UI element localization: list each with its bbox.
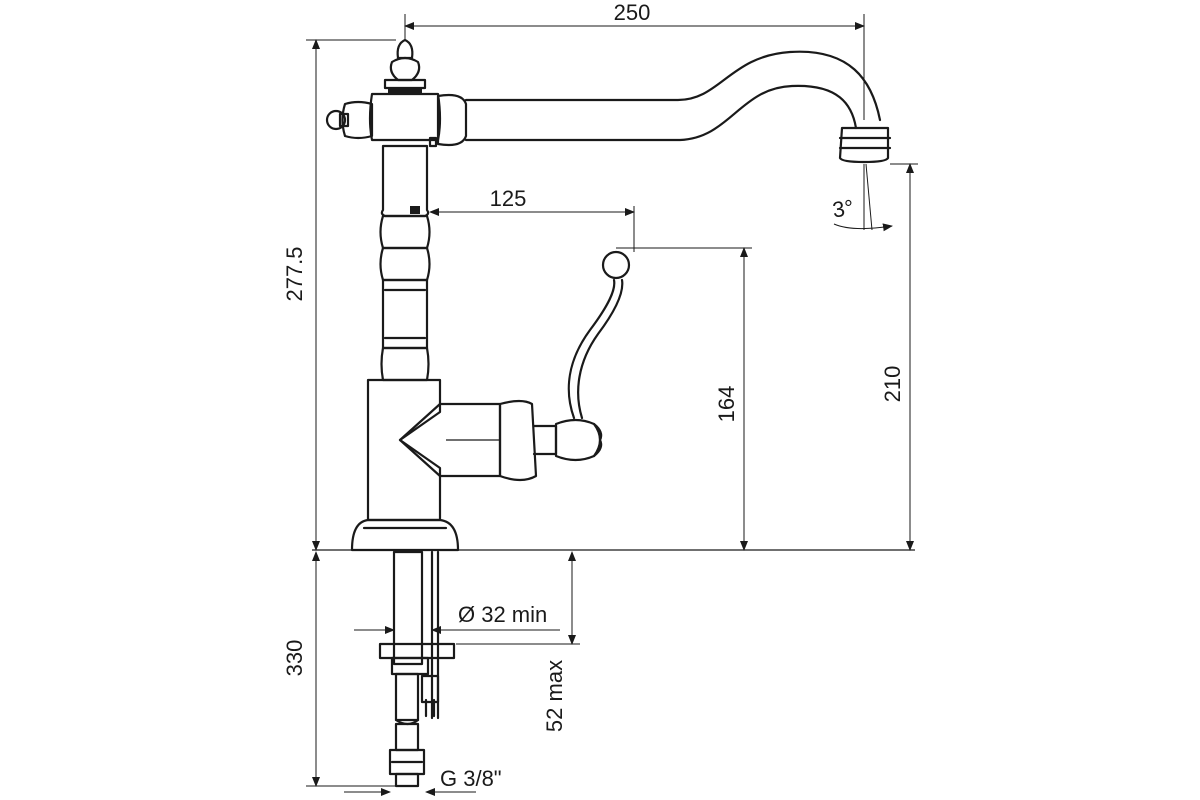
dim-lever-offset-label: 125 <box>490 186 527 211</box>
dim-deck-thickness-label: 52 max <box>542 660 567 732</box>
supply-hose <box>378 550 456 788</box>
dim-spout-height: 210 <box>880 163 918 551</box>
dim-hose-length-label: 330 <box>282 640 307 677</box>
dim-spout-reach: 250 <box>404 0 865 120</box>
dim-hole-diameter-label: Ø 32 min <box>458 602 547 627</box>
dim-lever-offset: 125 <box>429 186 635 252</box>
dim-total-height-label: 277.5 <box>282 246 307 301</box>
dim-spout-height-label: 210 <box>880 366 905 403</box>
lever-ball <box>601 250 631 280</box>
dim-spout-angle: 3° <box>831 163 893 232</box>
aerator <box>838 126 890 164</box>
dim-hose-length: 330 <box>282 551 396 787</box>
dim-lever-height: 164 <box>616 247 752 551</box>
spout <box>464 50 892 164</box>
dim-lever-height-label: 164 <box>714 386 739 423</box>
dim-deck-thickness: 52 max <box>456 551 580 732</box>
dim-spout-reach-label: 250 <box>614 0 651 25</box>
base-skirt <box>350 518 460 552</box>
dim-hole-diameter: Ø 32 min <box>354 602 560 634</box>
dim-total-height: 277.5 <box>282 39 396 551</box>
lever-handle <box>398 250 631 482</box>
mounting-plate <box>378 642 456 660</box>
faucet-body <box>325 38 468 552</box>
top-finial <box>396 38 414 60</box>
dim-connection-thread-label: G 3/8" <box>440 766 502 791</box>
dim-spout-angle-label: 3° <box>831 195 855 223</box>
left-knob <box>325 100 374 140</box>
dim-connection-thread: G 3/8" <box>344 766 502 796</box>
